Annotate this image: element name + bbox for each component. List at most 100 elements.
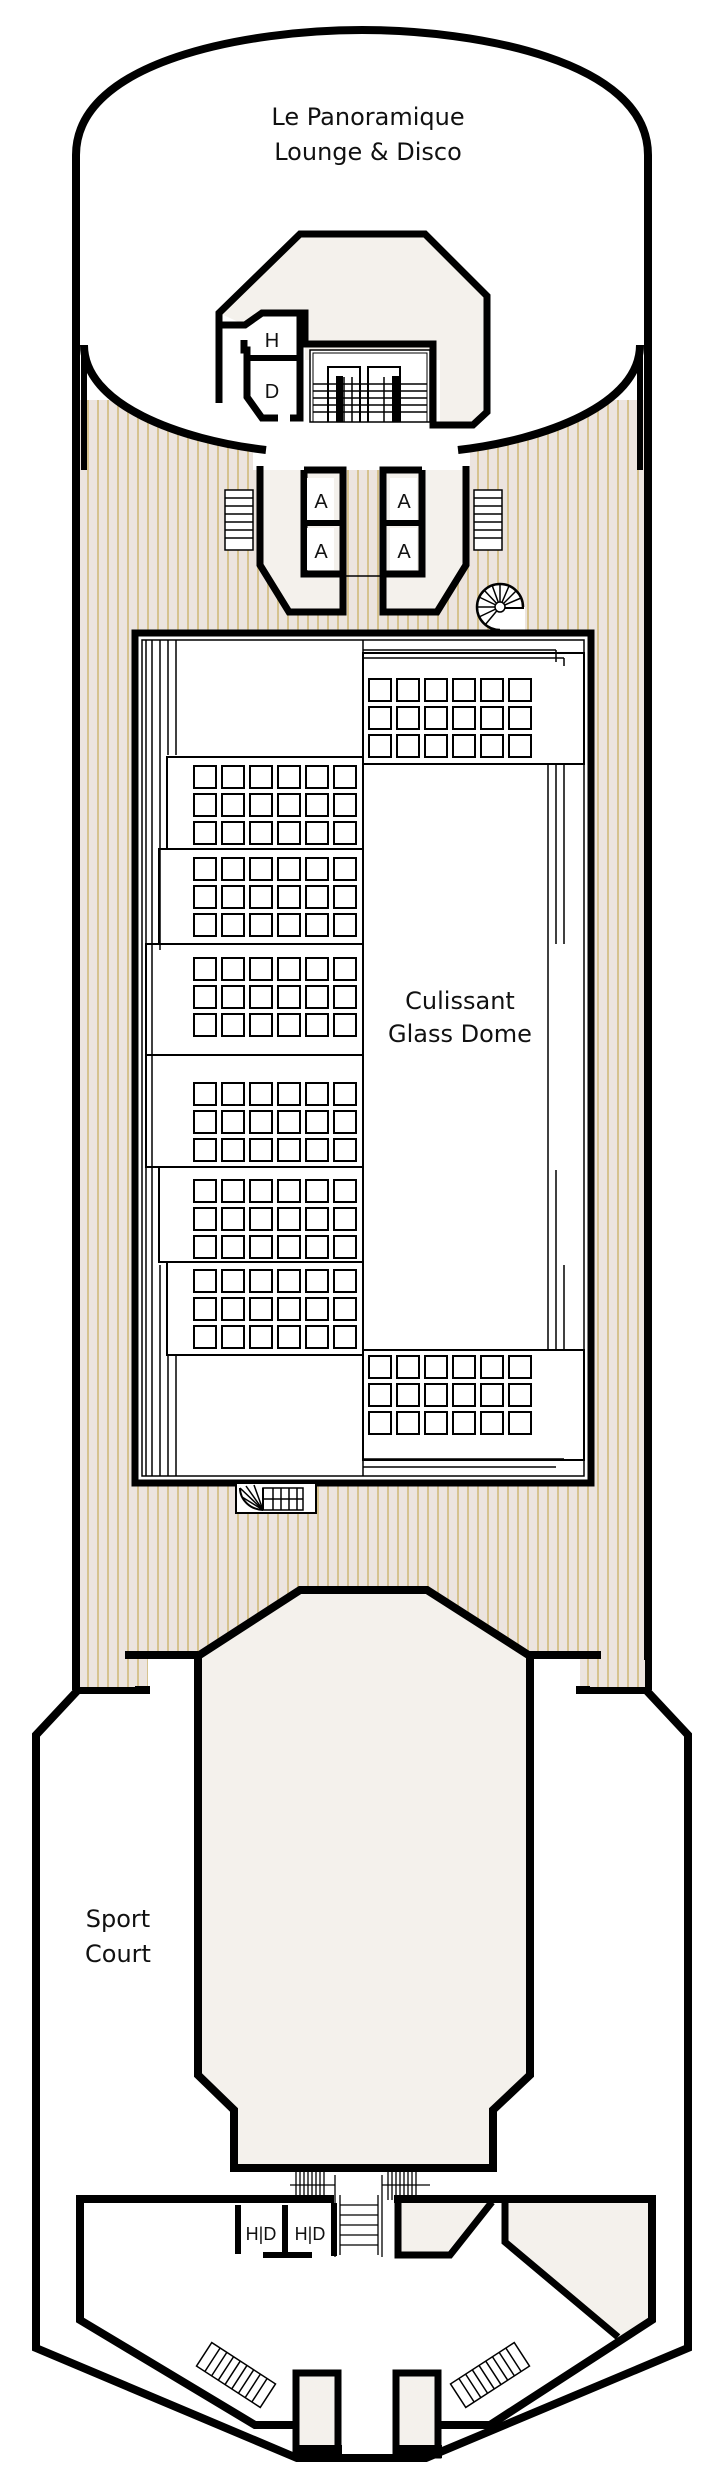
seat — [305, 913, 329, 937]
seat — [249, 1235, 273, 1259]
seat — [333, 957, 357, 981]
seat — [193, 1297, 217, 1321]
seat — [277, 821, 301, 845]
seat — [221, 765, 245, 789]
seat — [508, 734, 532, 758]
seat — [221, 913, 245, 937]
seat — [277, 1110, 301, 1134]
seat — [221, 1138, 245, 1162]
seat — [333, 765, 357, 789]
seat — [221, 957, 245, 981]
sport-court-label-line2: Court — [85, 1940, 151, 1968]
seat — [480, 1355, 504, 1379]
seat — [508, 678, 532, 702]
seat — [249, 821, 273, 845]
seat — [277, 857, 301, 881]
seat — [368, 1355, 392, 1379]
seat — [305, 793, 329, 817]
seat — [193, 1235, 217, 1259]
seat — [333, 857, 357, 881]
restroom-hd-label: H|D — [246, 2224, 277, 2244]
seat — [508, 1411, 532, 1435]
aft-room-band: H|D H|D — [76, 2195, 656, 2429]
seat — [277, 1235, 301, 1259]
spiral-stair-icon — [475, 582, 525, 632]
seat — [396, 678, 420, 702]
seat — [249, 1207, 273, 1231]
seat — [193, 1138, 217, 1162]
seat — [249, 985, 273, 1009]
seat-grid — [193, 678, 532, 1435]
seat — [249, 765, 273, 789]
seat — [221, 885, 245, 909]
seat — [480, 1383, 504, 1407]
seat — [277, 1207, 301, 1231]
seat — [277, 1013, 301, 1037]
seat — [305, 957, 329, 981]
seat — [424, 1383, 448, 1407]
seat — [368, 1383, 392, 1407]
seat — [368, 706, 392, 730]
seat — [333, 1235, 357, 1259]
seat — [480, 734, 504, 758]
seat — [249, 1297, 273, 1321]
dome-label-line1: Culissant — [405, 987, 515, 1015]
seat — [305, 1138, 329, 1162]
glass-dome[interactable]: Culissant Glass Dome — [131, 629, 595, 1487]
seat — [305, 1235, 329, 1259]
seat — [221, 1179, 245, 1203]
seat — [277, 793, 301, 817]
seat — [305, 1269, 329, 1293]
seat — [221, 1325, 245, 1349]
seat — [333, 1179, 357, 1203]
seat — [305, 765, 329, 789]
seat — [193, 857, 217, 881]
seat — [452, 678, 476, 702]
seat — [277, 765, 301, 789]
seat — [249, 857, 273, 881]
seat — [193, 821, 217, 845]
seat — [508, 1383, 532, 1407]
restroom-hd-label: H|D — [295, 2224, 326, 2244]
seat — [221, 793, 245, 817]
stair-left — [224, 489, 254, 551]
seat — [305, 985, 329, 1009]
seat — [249, 1082, 273, 1106]
seat — [193, 793, 217, 817]
seat — [221, 985, 245, 1009]
seat — [193, 1082, 217, 1106]
seat — [480, 1411, 504, 1435]
restroom-d-label: D — [265, 381, 279, 403]
seat — [193, 1207, 217, 1231]
seat — [193, 1179, 217, 1203]
seat — [333, 885, 357, 909]
hull-top-wall — [72, 25, 652, 1690]
seat — [368, 734, 392, 758]
seat — [305, 1179, 329, 1203]
stair-right — [473, 489, 503, 551]
seat — [452, 1411, 476, 1435]
seat — [249, 1138, 273, 1162]
seat — [396, 1411, 420, 1435]
seat — [277, 885, 301, 909]
seat — [305, 857, 329, 881]
seat — [249, 1179, 273, 1203]
aft-stair-right — [449, 2341, 531, 2409]
seat — [333, 821, 357, 845]
seat — [193, 765, 217, 789]
seat — [221, 1297, 245, 1321]
lounge-label-line1: Le Panoramique — [271, 103, 464, 131]
seat — [480, 706, 504, 730]
seat — [221, 1269, 245, 1293]
seat — [368, 678, 392, 702]
seat — [452, 1383, 476, 1407]
seat — [277, 1179, 301, 1203]
seat — [193, 1325, 217, 1349]
seat — [333, 1325, 357, 1349]
seat — [424, 706, 448, 730]
elevator-label: A — [397, 491, 411, 513]
stair-under-dome — [235, 1482, 317, 1514]
seat — [333, 1082, 357, 1106]
seat — [305, 1207, 329, 1231]
